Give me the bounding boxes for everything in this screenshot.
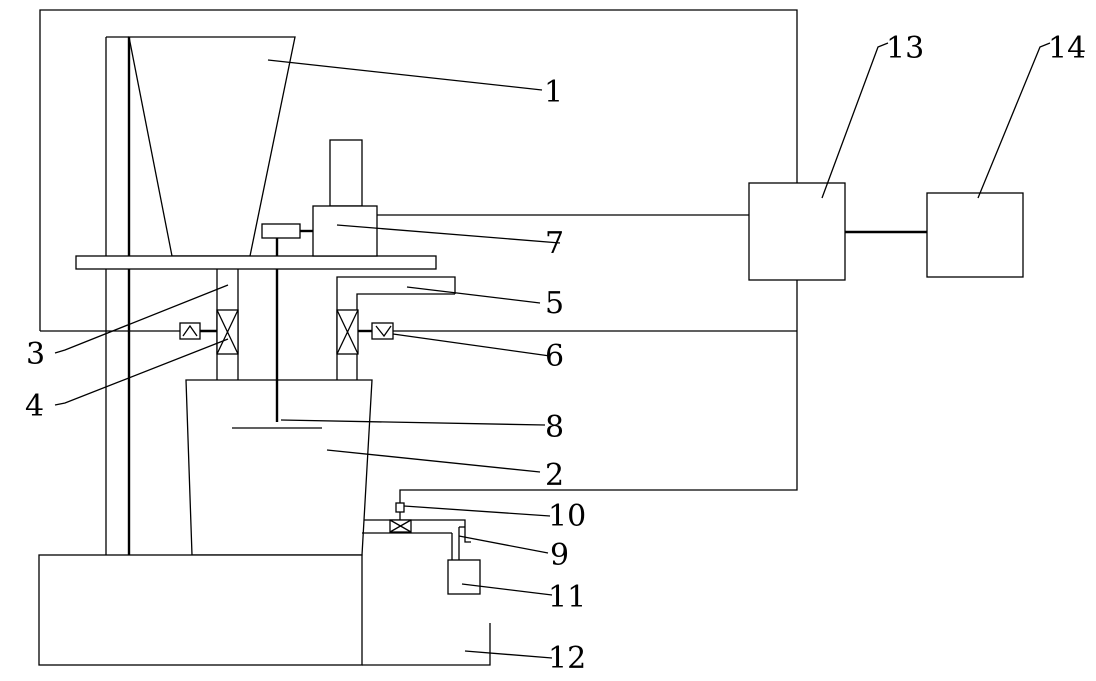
motor xyxy=(261,139,749,257)
base xyxy=(38,554,491,666)
valve-right xyxy=(336,309,359,355)
hopper xyxy=(128,36,296,257)
label-8: 8 xyxy=(545,410,564,445)
label-1: 1 xyxy=(544,75,563,110)
label-10: 10 xyxy=(548,499,586,534)
signal-frame xyxy=(39,9,798,503)
label-4: 4 xyxy=(25,389,44,424)
platform-plate xyxy=(75,255,437,270)
label-9: 9 xyxy=(550,538,569,573)
stirring-shaft xyxy=(232,269,322,429)
collector-box xyxy=(447,559,481,595)
number-labels: 1 7 5 3 6 4 8 2 10 9 11 12 13 14 xyxy=(25,31,1086,676)
label-14: 14 xyxy=(1048,31,1086,66)
label-3: 3 xyxy=(26,337,45,372)
controller xyxy=(748,182,927,281)
valve-left xyxy=(216,309,239,355)
display-unit xyxy=(926,192,1024,278)
label-5: 5 xyxy=(545,286,564,321)
leader-lines xyxy=(54,42,1051,659)
label-6: 6 xyxy=(545,339,564,374)
label-13: 13 xyxy=(886,31,924,66)
outlet-assembly xyxy=(362,519,471,560)
actuator-left xyxy=(179,322,217,340)
actuator-right xyxy=(358,322,394,340)
outlet-valve xyxy=(389,502,412,533)
label-11: 11 xyxy=(548,580,586,615)
label-12: 12 xyxy=(548,641,586,676)
mixing-tank xyxy=(185,379,373,556)
label-7: 7 xyxy=(545,226,564,261)
support-column xyxy=(105,36,131,555)
label-2: 2 xyxy=(545,458,564,493)
